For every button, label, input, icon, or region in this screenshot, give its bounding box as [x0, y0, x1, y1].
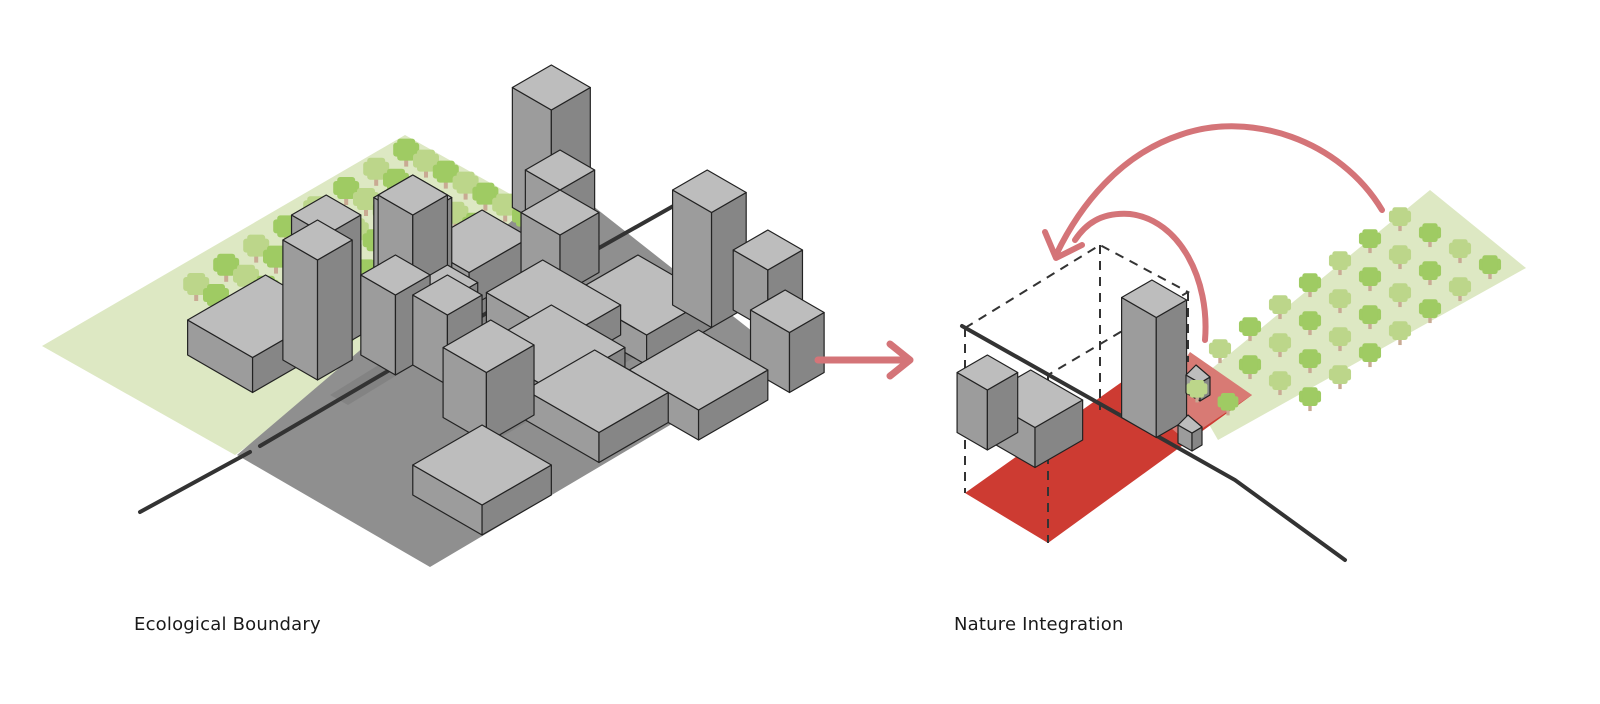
tree-icon	[183, 273, 210, 301]
right-arrow-icon	[814, 340, 914, 380]
tree-icon	[1217, 393, 1239, 416]
tree-icon	[1298, 273, 1322, 298]
tree-icon	[1388, 321, 1412, 346]
tree-icon	[1186, 380, 1208, 403]
building	[524, 349, 669, 464]
building	[282, 219, 353, 381]
tree-icon	[452, 171, 479, 200]
caption-ecological-boundary: Ecological Boundary	[134, 614, 321, 635]
tree-icon	[1358, 343, 1382, 368]
tree-icon	[213, 253, 240, 282]
tree-icon	[1478, 255, 1502, 280]
tree-icon	[1448, 239, 1472, 264]
boundary-line	[960, 324, 1347, 562]
tree-icon	[1298, 311, 1322, 336]
tree-icon	[1358, 305, 1382, 330]
nature-integration-scene	[956, 123, 1526, 562]
tree-icon	[492, 193, 519, 222]
tree-icon	[413, 149, 439, 178]
tree-icon	[353, 188, 379, 216]
tree-icon	[1388, 283, 1412, 308]
tree-icon	[1418, 299, 1442, 324]
integrated-building-cluster	[956, 279, 1188, 469]
tree-icon	[1268, 333, 1292, 358]
tree-icon	[1358, 229, 1382, 254]
tree-icon	[1328, 289, 1352, 314]
building-cluster	[187, 64, 825, 536]
building	[412, 424, 552, 536]
tree-icon	[1388, 207, 1412, 232]
tree-icon	[243, 234, 270, 263]
tree-icon	[1298, 387, 1322, 412]
tree-icon	[1328, 365, 1352, 390]
tree-icon	[393, 138, 420, 167]
tree-icon	[1358, 267, 1382, 292]
building	[956, 354, 1019, 451]
tree-icon	[1418, 261, 1442, 286]
zone-tree-group	[1186, 380, 1239, 416]
tree-icon	[1268, 295, 1292, 320]
tree-row	[1208, 207, 1502, 412]
tree-icon	[363, 157, 390, 186]
arrow-outer-head	[1042, 229, 1085, 261]
ecological-boundary-scene	[42, 64, 825, 567]
tree-icon	[1268, 371, 1292, 396]
tree-icon	[1298, 349, 1322, 374]
caption-nature-integration: Nature Integration	[954, 614, 1124, 635]
tree-icon	[1238, 317, 1262, 342]
tree-icon	[1208, 339, 1232, 364]
tree-icon	[1328, 251, 1352, 276]
tree-icon	[1388, 245, 1412, 270]
building	[442, 319, 535, 444]
tree-icon	[432, 160, 459, 189]
tree-icon	[1328, 327, 1352, 352]
house-icon	[1177, 414, 1203, 452]
arrow-inner	[1072, 210, 1209, 343]
tree-icon	[1448, 277, 1472, 302]
tree-icon	[1238, 355, 1262, 380]
curved-arrow-icon	[1042, 123, 1385, 343]
tree-icon	[1418, 223, 1442, 248]
arrow-outer	[1053, 123, 1385, 258]
tree-icon	[472, 182, 499, 211]
tree-icon	[333, 177, 360, 205]
building	[1121, 279, 1188, 439]
